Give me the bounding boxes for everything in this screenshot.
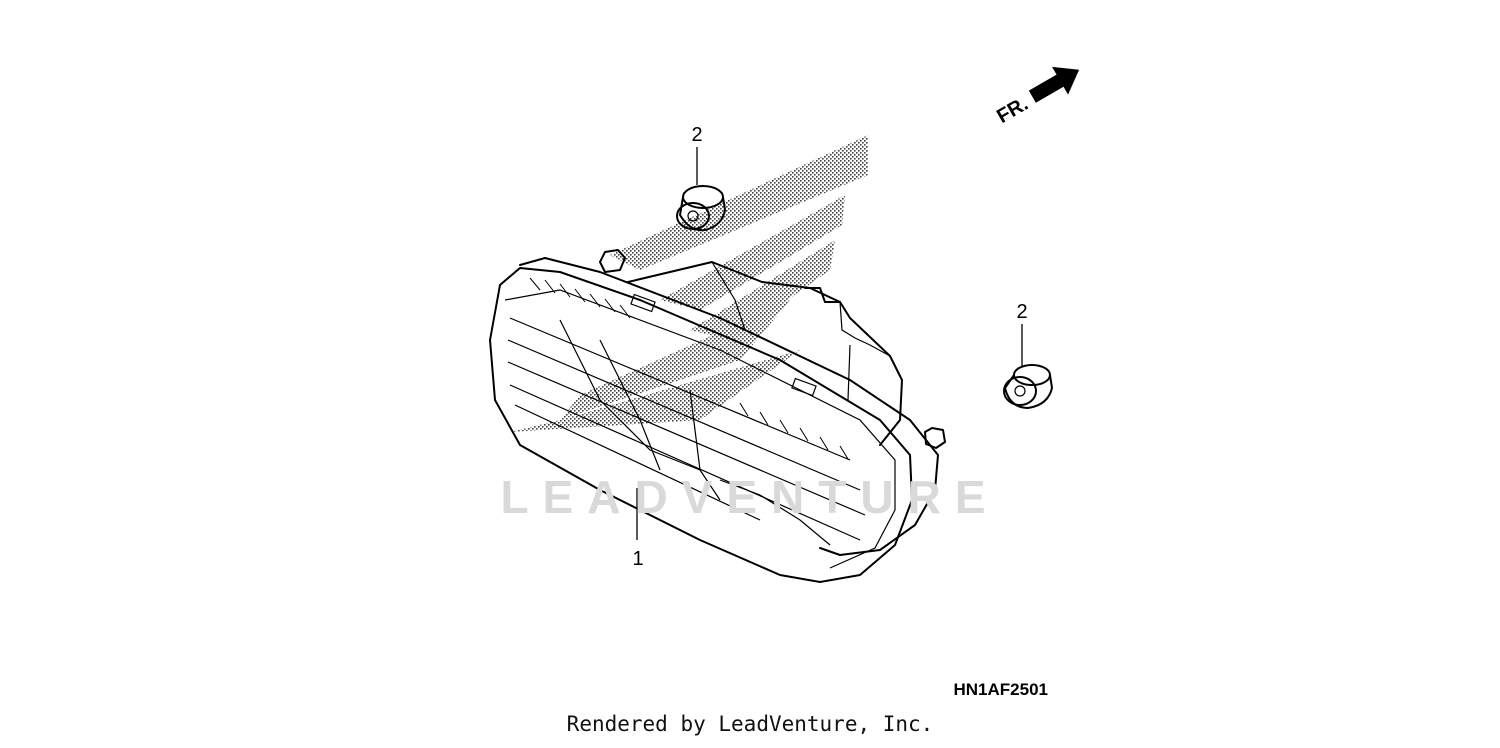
tail-lamp-housing [599,249,946,449]
callout-2-right: 2 [1016,301,1027,323]
grommet-upper [676,185,726,232]
front-direction-indicator: FR. [993,66,1080,128]
render-credit: Rendered by LeadVenture, Inc. [566,712,934,736]
front-direction-label: FR. [993,93,1032,128]
grommet-right [1003,364,1053,409]
shading-stipple [510,135,868,432]
arrow-icon [1028,66,1080,103]
callout-1: 1 [632,548,643,570]
tail-lamp-lens [489,257,939,583]
drawing-code: HN1AF2501 [954,680,1049,699]
callout-2-upper: 2 [691,124,702,146]
watermark: LEADVENTURE [500,471,999,523]
